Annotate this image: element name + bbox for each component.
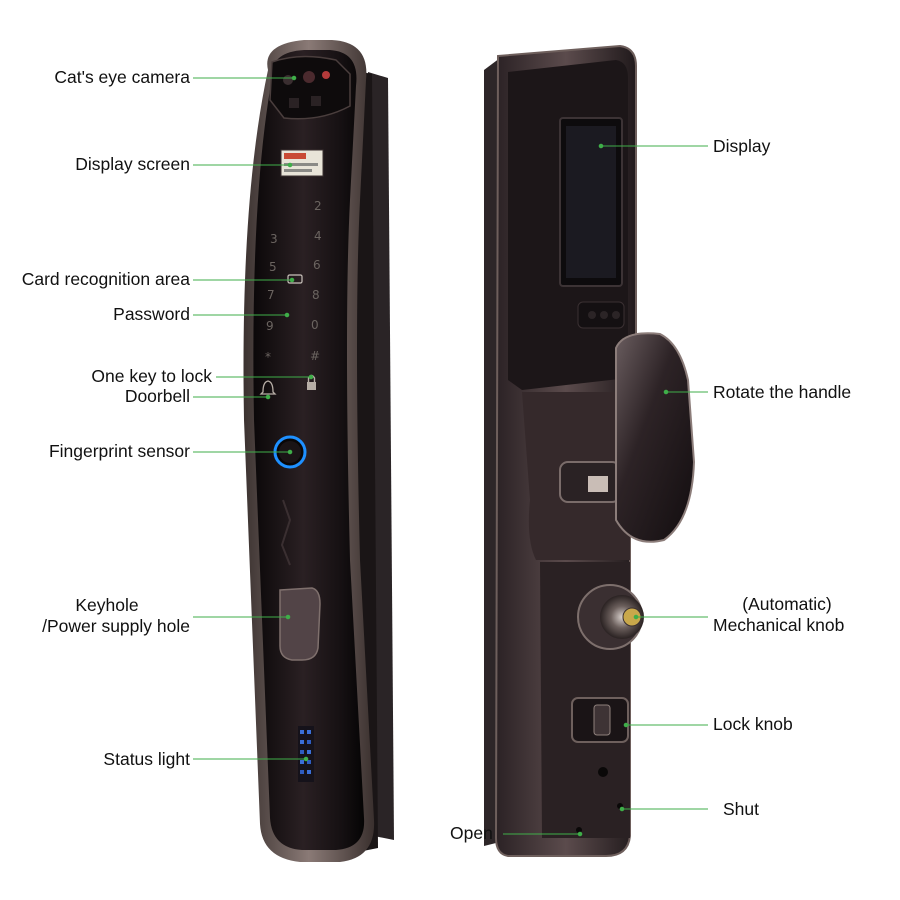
front-display-line1: [284, 163, 318, 166]
mechanical-knob[interactable]: [600, 595, 644, 639]
front-display-line2: [284, 169, 312, 172]
label-fingerprint-sensor: Fingerprint sensor: [48, 441, 190, 461]
card-reader-icon: [287, 274, 303, 284]
front-display-header: [284, 153, 306, 159]
label-card-recognition-area: Card recognition area: [21, 269, 190, 289]
label-doorbell: Doorbell: [124, 386, 190, 406]
label-mechanical-knob-line1: (Automatic): [742, 594, 832, 614]
keypad: 2 3 4 5 6 7 8 9 0 * #: [265, 199, 322, 364]
camera-module: [269, 55, 351, 120]
camera-sensor-right: [311, 96, 321, 106]
keypad-key[interactable]: 6: [313, 258, 321, 272]
back-lock: [484, 44, 696, 857]
leader-lines: [193, 75, 708, 837]
reset-hole: [598, 767, 608, 777]
label-one-key-to-lock: One key to lock: [91, 366, 212, 386]
status-light-panel: [298, 726, 314, 782]
handle-spindle-shaft: [588, 476, 608, 492]
keyhole-cover[interactable]: [279, 587, 321, 661]
keypad-key[interactable]: 8: [312, 288, 320, 302]
keypad-key[interactable]: *: [265, 350, 271, 364]
keypad-key[interactable]: 0: [311, 318, 319, 332]
camera-lens-left: [283, 75, 293, 85]
keypad-key[interactable]: 7: [267, 288, 275, 302]
keypad-key[interactable]: 4: [314, 229, 322, 243]
back-display-glass: [566, 126, 616, 278]
label-mechanical-knob-line2: Mechanical knob: [713, 615, 845, 635]
open-hole[interactable]: [576, 827, 582, 833]
camera-ir-led: [322, 71, 330, 79]
label-shut: Shut: [723, 799, 759, 819]
label-display-screen: Display screen: [75, 154, 190, 174]
camera-sensor-left: [289, 98, 299, 108]
front-lock: 2 3 4 5 6 7 8 9 0 * #: [243, 40, 394, 862]
keypad-key[interactable]: #: [310, 349, 320, 363]
label-lock-knob: Lock knob: [713, 714, 793, 734]
body-groove: [280, 499, 292, 566]
label-keyhole-line1: Keyhole: [75, 595, 139, 615]
label-password: Password: [113, 304, 190, 324]
lock-knob[interactable]: [593, 704, 611, 736]
rotate-handle[interactable]: [615, 332, 696, 543]
label-cats-eye-camera: Cat's eye camera: [54, 67, 190, 87]
label-keyhole-line2: /Power supply hole: [42, 616, 190, 636]
keypad-key[interactable]: 2: [314, 199, 322, 213]
label-open: Open: [450, 823, 493, 843]
keypad-key[interactable]: 3: [270, 232, 278, 246]
camera-lens-center: [303, 71, 315, 83]
keypad-key[interactable]: 9: [266, 319, 274, 333]
keypad-key[interactable]: 5: [269, 260, 277, 274]
label-rotate-the-handle: Rotate the handle: [713, 382, 852, 402]
label-status-light: Status light: [103, 749, 190, 769]
label-display: Display: [713, 136, 771, 156]
